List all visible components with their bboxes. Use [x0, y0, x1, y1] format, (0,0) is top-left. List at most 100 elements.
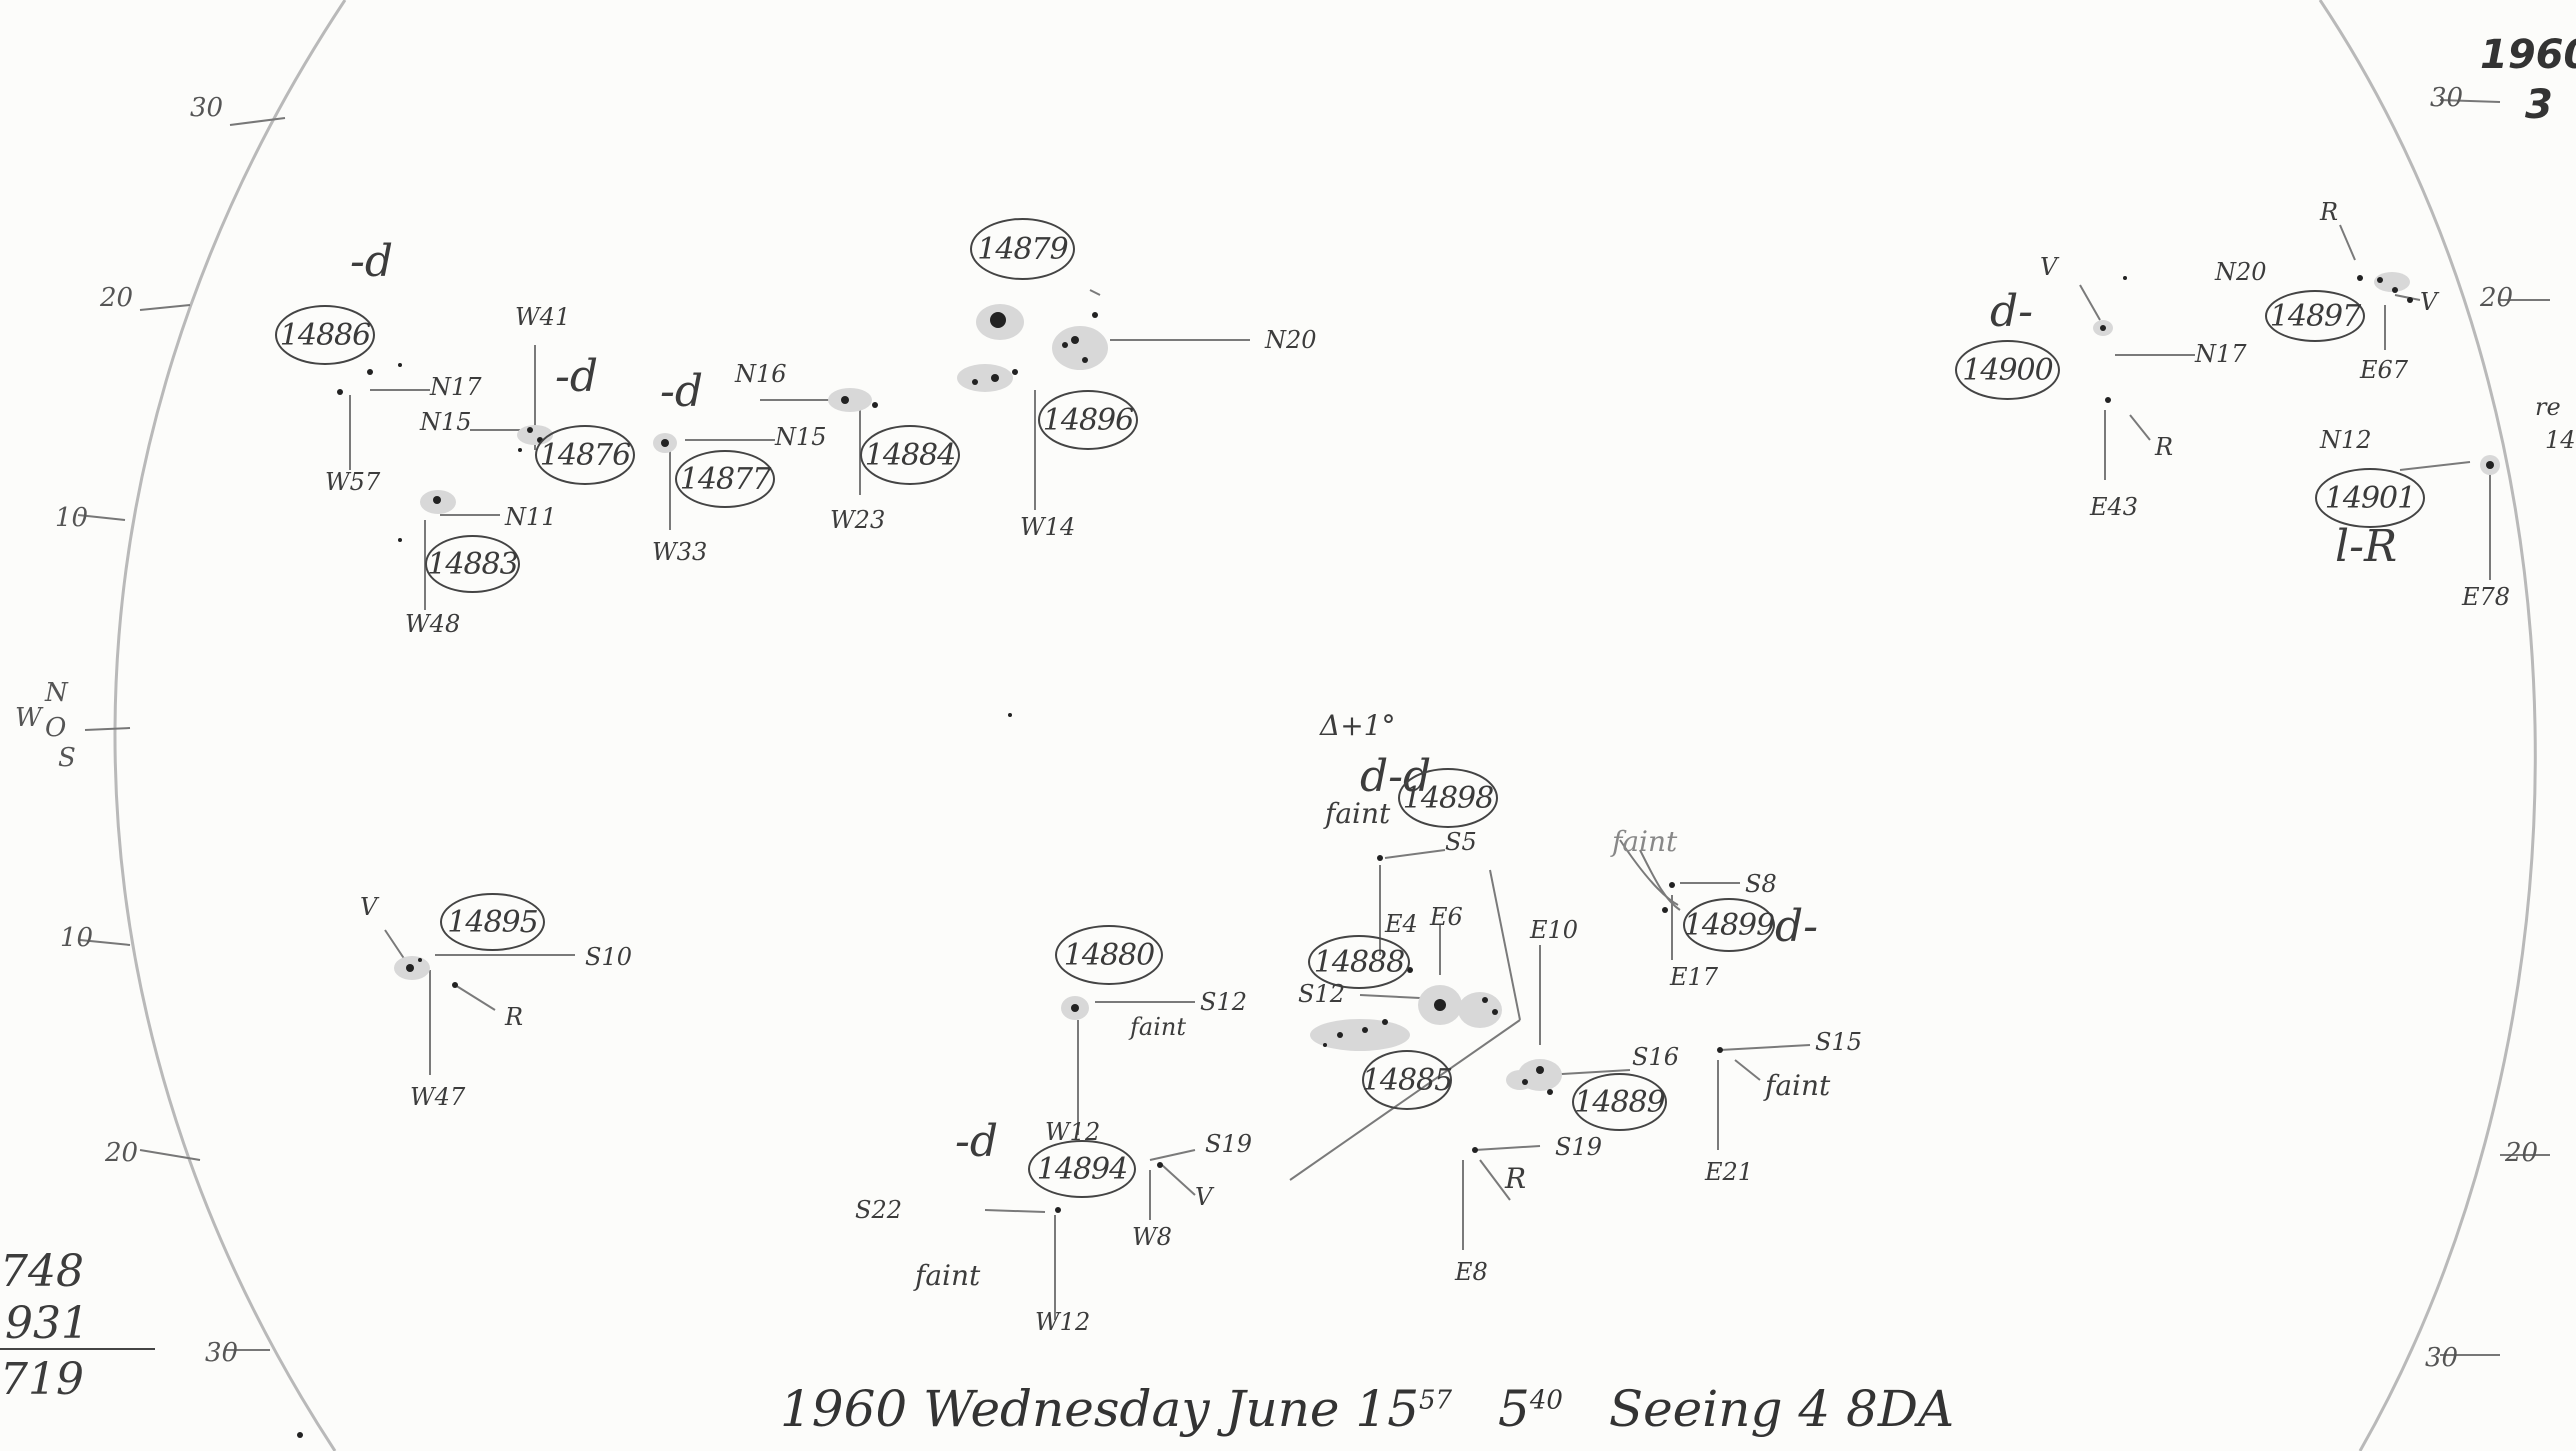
- footer-seeing: Seeing 4 8DA: [1608, 1380, 1955, 1438]
- footer-caption: 1960 Wednesday June 1557 540 Seeing 4 8D…: [780, 1380, 1954, 1438]
- sunspot-marks: [297, 272, 2500, 1438]
- group-14900-mark-3: E43: [2090, 493, 2139, 521]
- scale-left-20-bottom: 20: [105, 1138, 139, 1168]
- margin-number-0: 748: [0, 1246, 84, 1297]
- group-14888-label: 14888: [1308, 935, 1410, 989]
- scale-right-20-bottom: 20: [2505, 1138, 2539, 1168]
- group-14880-mark-1: faint: [1130, 1013, 1186, 1041]
- footer-text: 1960 Wednesday June 15: [780, 1380, 1420, 1438]
- group-14894-mark-5: W12: [1035, 1308, 1091, 1336]
- group-14894-mark-0: S19: [1205, 1130, 1252, 1158]
- group-14897-mark-1: N20: [2215, 258, 2267, 286]
- margin-right-fragment-1: 14: [2545, 426, 2576, 454]
- group-14889-mark-4: E8: [1455, 1258, 1488, 1286]
- group-14897-mark-3: E67: [2360, 356, 2409, 384]
- group-14877-label: 14877: [675, 450, 775, 508]
- scale-right-20-top: 20: [2480, 283, 2514, 313]
- group-14889-label: 14889: [1572, 1073, 1667, 1131]
- group-14886-mark-0: N17: [430, 373, 482, 401]
- group-15-mark-2: E21: [1705, 1158, 1754, 1186]
- group-14888-mark-1: E6: [1430, 903, 1463, 931]
- group-14898-mark-0: Δ+1°: [1320, 709, 1396, 742]
- solar-limb-right: [2318, 0, 2537, 1451]
- group-14877-mark-0: N16: [735, 360, 787, 388]
- group-14883-mark-1: W48: [405, 610, 461, 638]
- margin-number-2: 719: [0, 1354, 84, 1405]
- group-14901-mark-1: E78: [2462, 583, 2511, 611]
- scale-left-10-top: 10: [55, 503, 89, 533]
- group-14900-mark-1: N17: [2195, 340, 2247, 368]
- group-14883-mark-0: N11: [505, 503, 557, 531]
- group-15-mark-0: S15: [1815, 1028, 1862, 1056]
- footer-sup: 57: [1419, 1385, 1453, 1416]
- group-14879-mark-0: N20: [1265, 326, 1317, 354]
- scale-left-30-bottom: 30: [205, 1338, 239, 1368]
- group-14898-label: 14898: [1398, 768, 1498, 828]
- group-14877-mark-1: N15: [775, 423, 827, 451]
- scale-left-10-bottom: 10: [60, 923, 94, 953]
- group-14895-mark-3: W47: [410, 1083, 466, 1111]
- sheet-number: 1960: [2480, 32, 2576, 78]
- group-14876-mark-1: -d: [555, 351, 599, 402]
- group-14876-mark-0: W41: [515, 303, 571, 331]
- group-14895-mark-1: S10: [585, 943, 632, 971]
- scale-left-20-top: 20: [100, 283, 134, 313]
- group-14900-note: d-: [1990, 286, 2034, 337]
- group-14889-mark-1: S16: [1632, 1043, 1679, 1071]
- scale-right-30-top: 30: [2430, 83, 2464, 113]
- group-14884-mark-0: W23: [830, 506, 886, 534]
- plate-number: 3: [2525, 82, 2553, 128]
- group-14877-note: -d: [660, 366, 704, 417]
- group-14889-mark-2: S19: [1555, 1133, 1602, 1161]
- group-14901-label: 14901: [2315, 468, 2425, 528]
- group-14886-note: -d: [350, 236, 394, 287]
- group-14894-mark-4: faint: [915, 1259, 981, 1292]
- group-14889-mark-0: E10: [1530, 916, 1579, 944]
- group-14888-mark-2: S12: [1298, 980, 1345, 1008]
- margin-number-1: 931: [5, 1298, 89, 1349]
- group-14876-label: 14876: [535, 425, 635, 485]
- scale-right-30-bottom: 30: [2425, 1343, 2459, 1373]
- group-14901-note: l-R: [2335, 521, 2398, 572]
- group-14886-label: 14886: [275, 305, 375, 365]
- group-14894-label: 14894: [1028, 1140, 1136, 1198]
- group-14894-note: -d: [955, 1116, 999, 1167]
- group-14896-label: 14896: [1038, 390, 1138, 450]
- group-14883-label: 14883: [425, 535, 520, 593]
- scale-left-30-top: 30: [190, 93, 224, 123]
- group-14900-label: 14900: [1955, 340, 2060, 400]
- group-14894-mark-2: W8: [1132, 1223, 1172, 1251]
- group-14885-label: 14885: [1362, 1050, 1453, 1110]
- solar-limb-left: [113, 0, 347, 1451]
- group-14880-mark-0: S12: [1200, 988, 1247, 1016]
- group-14895-label: 14895: [440, 893, 545, 951]
- group-14879-label: 14879: [970, 218, 1075, 280]
- group-14900-mark-2: R: [2155, 433, 2174, 461]
- right-scale-ticks: [2439, 99, 2550, 1356]
- group-14894-mark-1: V: [1195, 1183, 1213, 1211]
- group-14895-mark-2: R: [505, 1003, 524, 1031]
- group-14884-label: 14884: [860, 425, 960, 485]
- group-14898-mark-2: faint: [1325, 797, 1391, 830]
- group-14899-mark-1: S8: [1745, 870, 1777, 898]
- group-14896-mark-0: W14: [1020, 513, 1076, 541]
- group-14895-mark-0: V: [360, 893, 378, 921]
- group-14897-mark-2: V: [2420, 288, 2438, 316]
- footer-time: 5: [1498, 1380, 1530, 1438]
- group-14900-mark-0: V: [2040, 253, 2058, 281]
- group-14899-mark-2: E17: [1670, 963, 1719, 991]
- group-14897-label: 14897: [2265, 290, 2365, 342]
- compass-n: N: [45, 678, 68, 708]
- group-14889-mark-3: R: [1505, 1162, 1527, 1195]
- group-14886-mark-1: N15: [420, 408, 472, 436]
- group-15-mark-1: faint: [1765, 1069, 1831, 1102]
- footer-time-sup: 40: [1529, 1385, 1563, 1416]
- group-14888-mark-0: E4: [1385, 910, 1418, 938]
- group-14898-mark-3: S5: [1445, 828, 1477, 856]
- group-14897-mark-0: R: [2320, 198, 2339, 226]
- group-14894-mark-3: S22: [855, 1196, 902, 1224]
- group-14901-mark-0: N12: [2320, 426, 2372, 454]
- group-14899-mark-0: faint: [1612, 825, 1678, 858]
